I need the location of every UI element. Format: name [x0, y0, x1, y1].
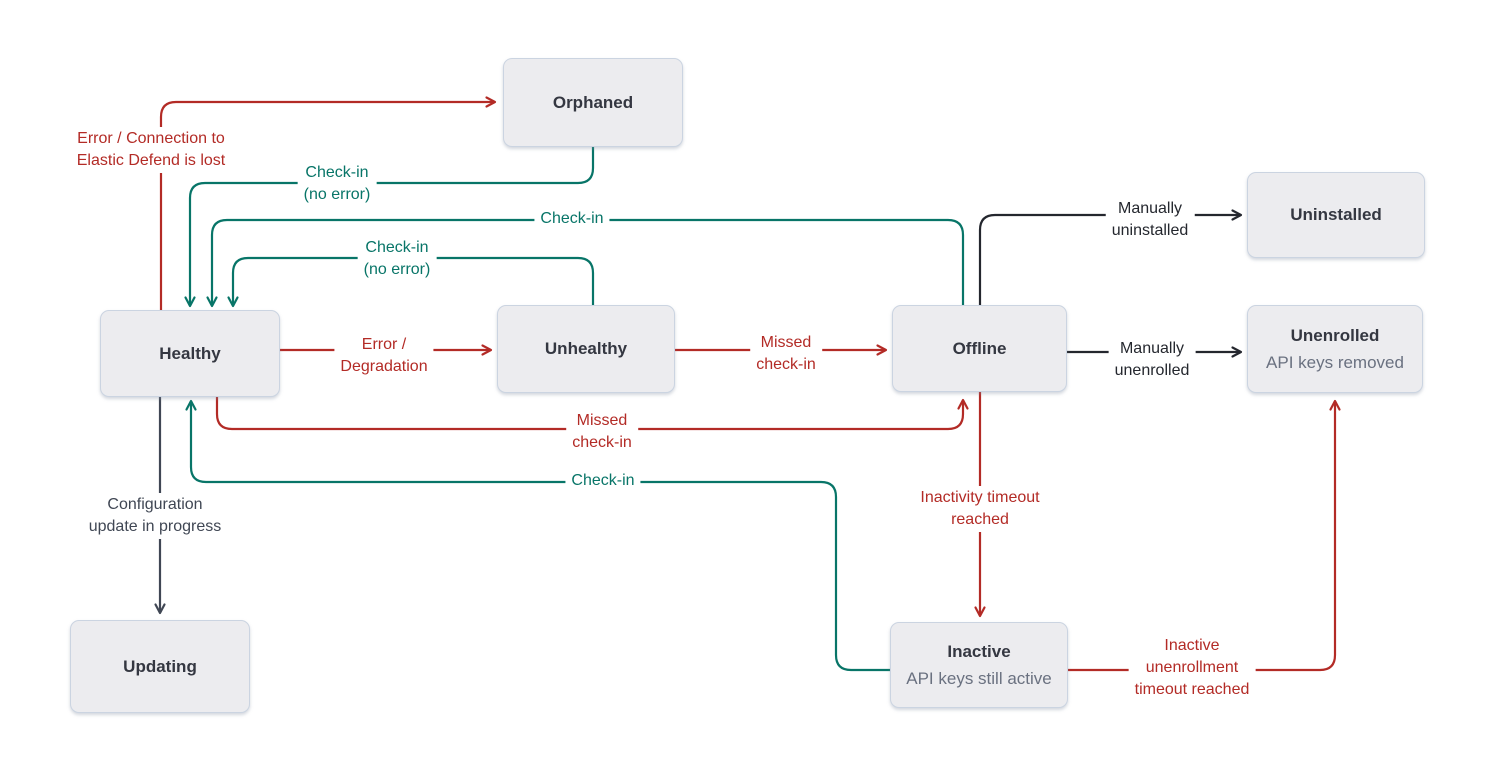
state-node-orphaned: Orphaned	[503, 58, 683, 147]
edge-label-offline-to-inactive: Inactivity timeout reached	[914, 486, 1046, 532]
state-node-title-unhealthy: Unhealthy	[544, 339, 628, 358]
edge-label-orphaned-to-healthy: Check-in (no error)	[297, 161, 377, 207]
edge-offline-to-uninstalled	[978, 209, 1243, 305]
edge-orphaned-to-healthy	[184, 147, 595, 308]
edge-label-inactive-to-unenrolled: Inactive unenrollment timeout reached	[1128, 634, 1256, 702]
state-node-title-uninstalled: Uninstalled	[1290, 205, 1382, 224]
edge-label-offline-to-uninstalled: Manually uninstalled	[1105, 197, 1195, 243]
edge-label-unhealthy-to-offline: Missed check-in	[750, 331, 822, 377]
edge-label-offline-to-unenrolled: Manually unenrolled	[1108, 337, 1196, 383]
state-node-title-orphaned: Orphaned	[552, 92, 634, 112]
edge-offline-to-healthy	[206, 218, 965, 308]
state-node-title-healthy: Healthy	[159, 343, 221, 363]
state-node-healthy: Healthy	[100, 310, 280, 397]
edge-healthy-to-orphaned	[159, 96, 497, 310]
edge-label-offline-to-healthy: Check-in	[534, 207, 610, 231]
edge-inactive-to-healthy	[185, 399, 890, 672]
edge-label-healthy-to-updating: Configuration update in progress	[82, 493, 228, 539]
edge-label-healthy-to-orphaned: Error / Connection to Elastic Defend is …	[70, 127, 232, 173]
state-node-subtitle-inactive: API keys still active	[906, 668, 1052, 688]
state-node-uninstalled: Uninstalled	[1247, 172, 1425, 258]
edge-label-inactive-to-healthy: Check-in	[565, 469, 641, 493]
state-node-title-unenrolled: Unenrolled	[1290, 325, 1380, 345]
state-node-title-updating: Updating	[123, 656, 197, 676]
state-node-title-offline: Offline	[952, 338, 1007, 358]
state-node-unhealthy: Unhealthy	[497, 305, 675, 393]
edge-label-unhealthy-to-healthy: Check-in (no error)	[357, 236, 437, 282]
state-node-title-inactive: Inactive	[947, 641, 1011, 661]
edge-label-healthy-to-unhealthy: Error / Degradation	[334, 333, 434, 379]
edge-label-healthy-to-offline: Missed check-in	[566, 409, 638, 455]
state-node-subtitle-unenrolled: API keys removed	[1266, 352, 1404, 372]
state-node-updating: Updating	[70, 620, 250, 713]
edge-inactive-to-unenrolled	[1068, 399, 1341, 672]
state-node-offline: Offline	[892, 305, 1067, 392]
